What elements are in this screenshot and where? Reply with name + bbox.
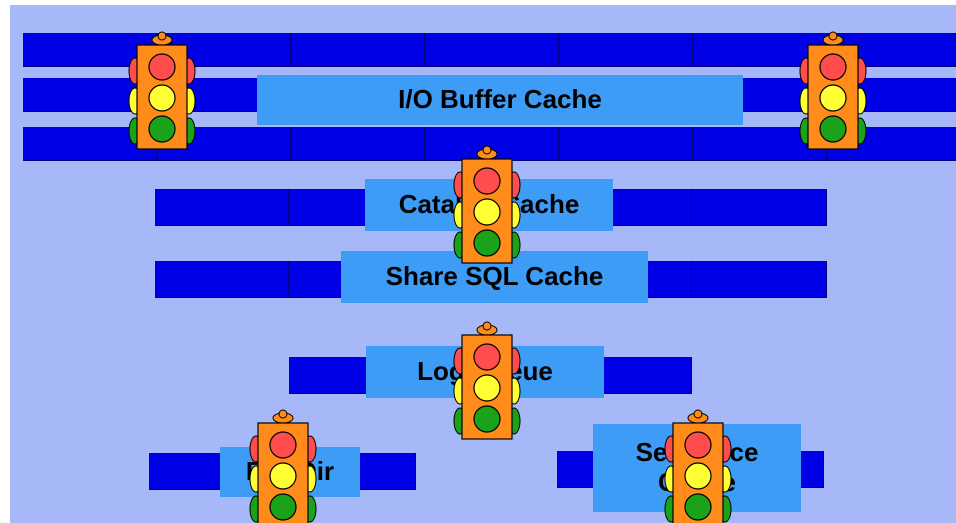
bar-segment [692, 189, 827, 226]
bar-segment [291, 127, 425, 161]
bar-segment [559, 33, 693, 67]
bar-segment [155, 261, 289, 298]
bar-segment [155, 189, 289, 226]
traffic-light-icon [452, 321, 522, 441]
traffic-light-icon [663, 409, 733, 523]
share-sql-cache-label: Share SQL Cache [341, 251, 648, 303]
diagram-canvas: I/O Buffer Cache Catalog Cache Share SQL… [10, 5, 956, 523]
bar-segment [425, 33, 559, 67]
io-buffer-cache-label: I/O Buffer Cache [257, 75, 743, 125]
bar-segment [291, 33, 425, 67]
traffic-light-icon [248, 409, 318, 523]
traffic-light-icon [798, 31, 868, 151]
bar-segment [559, 127, 693, 161]
bar-segment [692, 261, 827, 298]
traffic-light-icon [127, 31, 197, 151]
traffic-light-icon [452, 145, 522, 265]
